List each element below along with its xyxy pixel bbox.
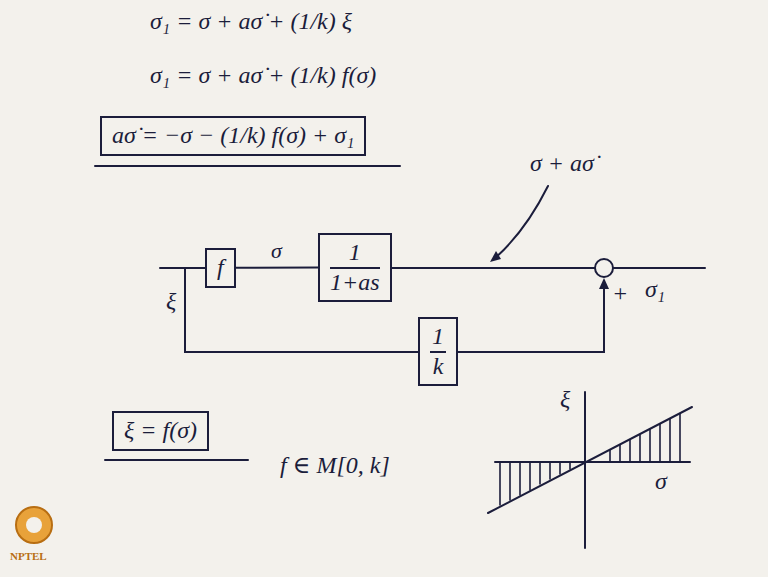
signal-name: ξ xyxy=(166,288,176,316)
sign-label: + xyxy=(612,280,628,308)
signal-name: σ xyxy=(269,239,284,263)
equation: σ₁ = σ + aσ̇ + (1/k) f(σ) xyxy=(150,62,376,90)
summing-junction xyxy=(595,259,613,277)
logo xyxy=(16,507,52,543)
output-wire xyxy=(613,267,705,269)
node-text: f xyxy=(217,254,224,282)
equation: σ₁ = σ + aσ̇ + (1/k) ξ xyxy=(150,8,352,36)
sector-line xyxy=(488,407,692,513)
underline xyxy=(95,165,400,167)
denominator: 1+as xyxy=(330,269,380,297)
logo-text: NPTEL xyxy=(10,550,47,563)
connector xyxy=(236,267,318,268)
feedback-wire xyxy=(185,268,604,352)
transfer-block: 11+as xyxy=(318,233,392,302)
underline xyxy=(105,459,248,461)
arrowhead xyxy=(490,251,501,262)
node-text: ξ = f(σ) xyxy=(124,417,197,445)
gain-block: 1k xyxy=(418,317,458,386)
numerator: 1 xyxy=(430,323,446,353)
signal-wire xyxy=(380,267,595,269)
function-block: f xyxy=(205,248,236,288)
sector-condition: f ∈ M[0, k] xyxy=(280,452,390,480)
node-text: aσ̇ = −σ − (1/k) f(σ) + σ₁ xyxy=(112,122,354,150)
leader-line xyxy=(494,186,548,259)
numerator: 1 xyxy=(330,239,380,269)
signal-name: σ₁ xyxy=(645,276,665,304)
arrowhead xyxy=(599,278,609,289)
sector-hatching xyxy=(500,414,680,505)
equation-box: ξ = f(σ) xyxy=(112,411,209,451)
plot-axis xyxy=(584,392,586,548)
equation-box: aσ̇ = −σ − (1/k) f(σ) + σ₁ xyxy=(100,116,366,156)
annotation: σ + aσ̇ xyxy=(530,150,594,178)
denominator: k xyxy=(430,353,446,381)
axis-label: σ xyxy=(655,468,667,496)
axis-label: ξ xyxy=(560,386,570,414)
